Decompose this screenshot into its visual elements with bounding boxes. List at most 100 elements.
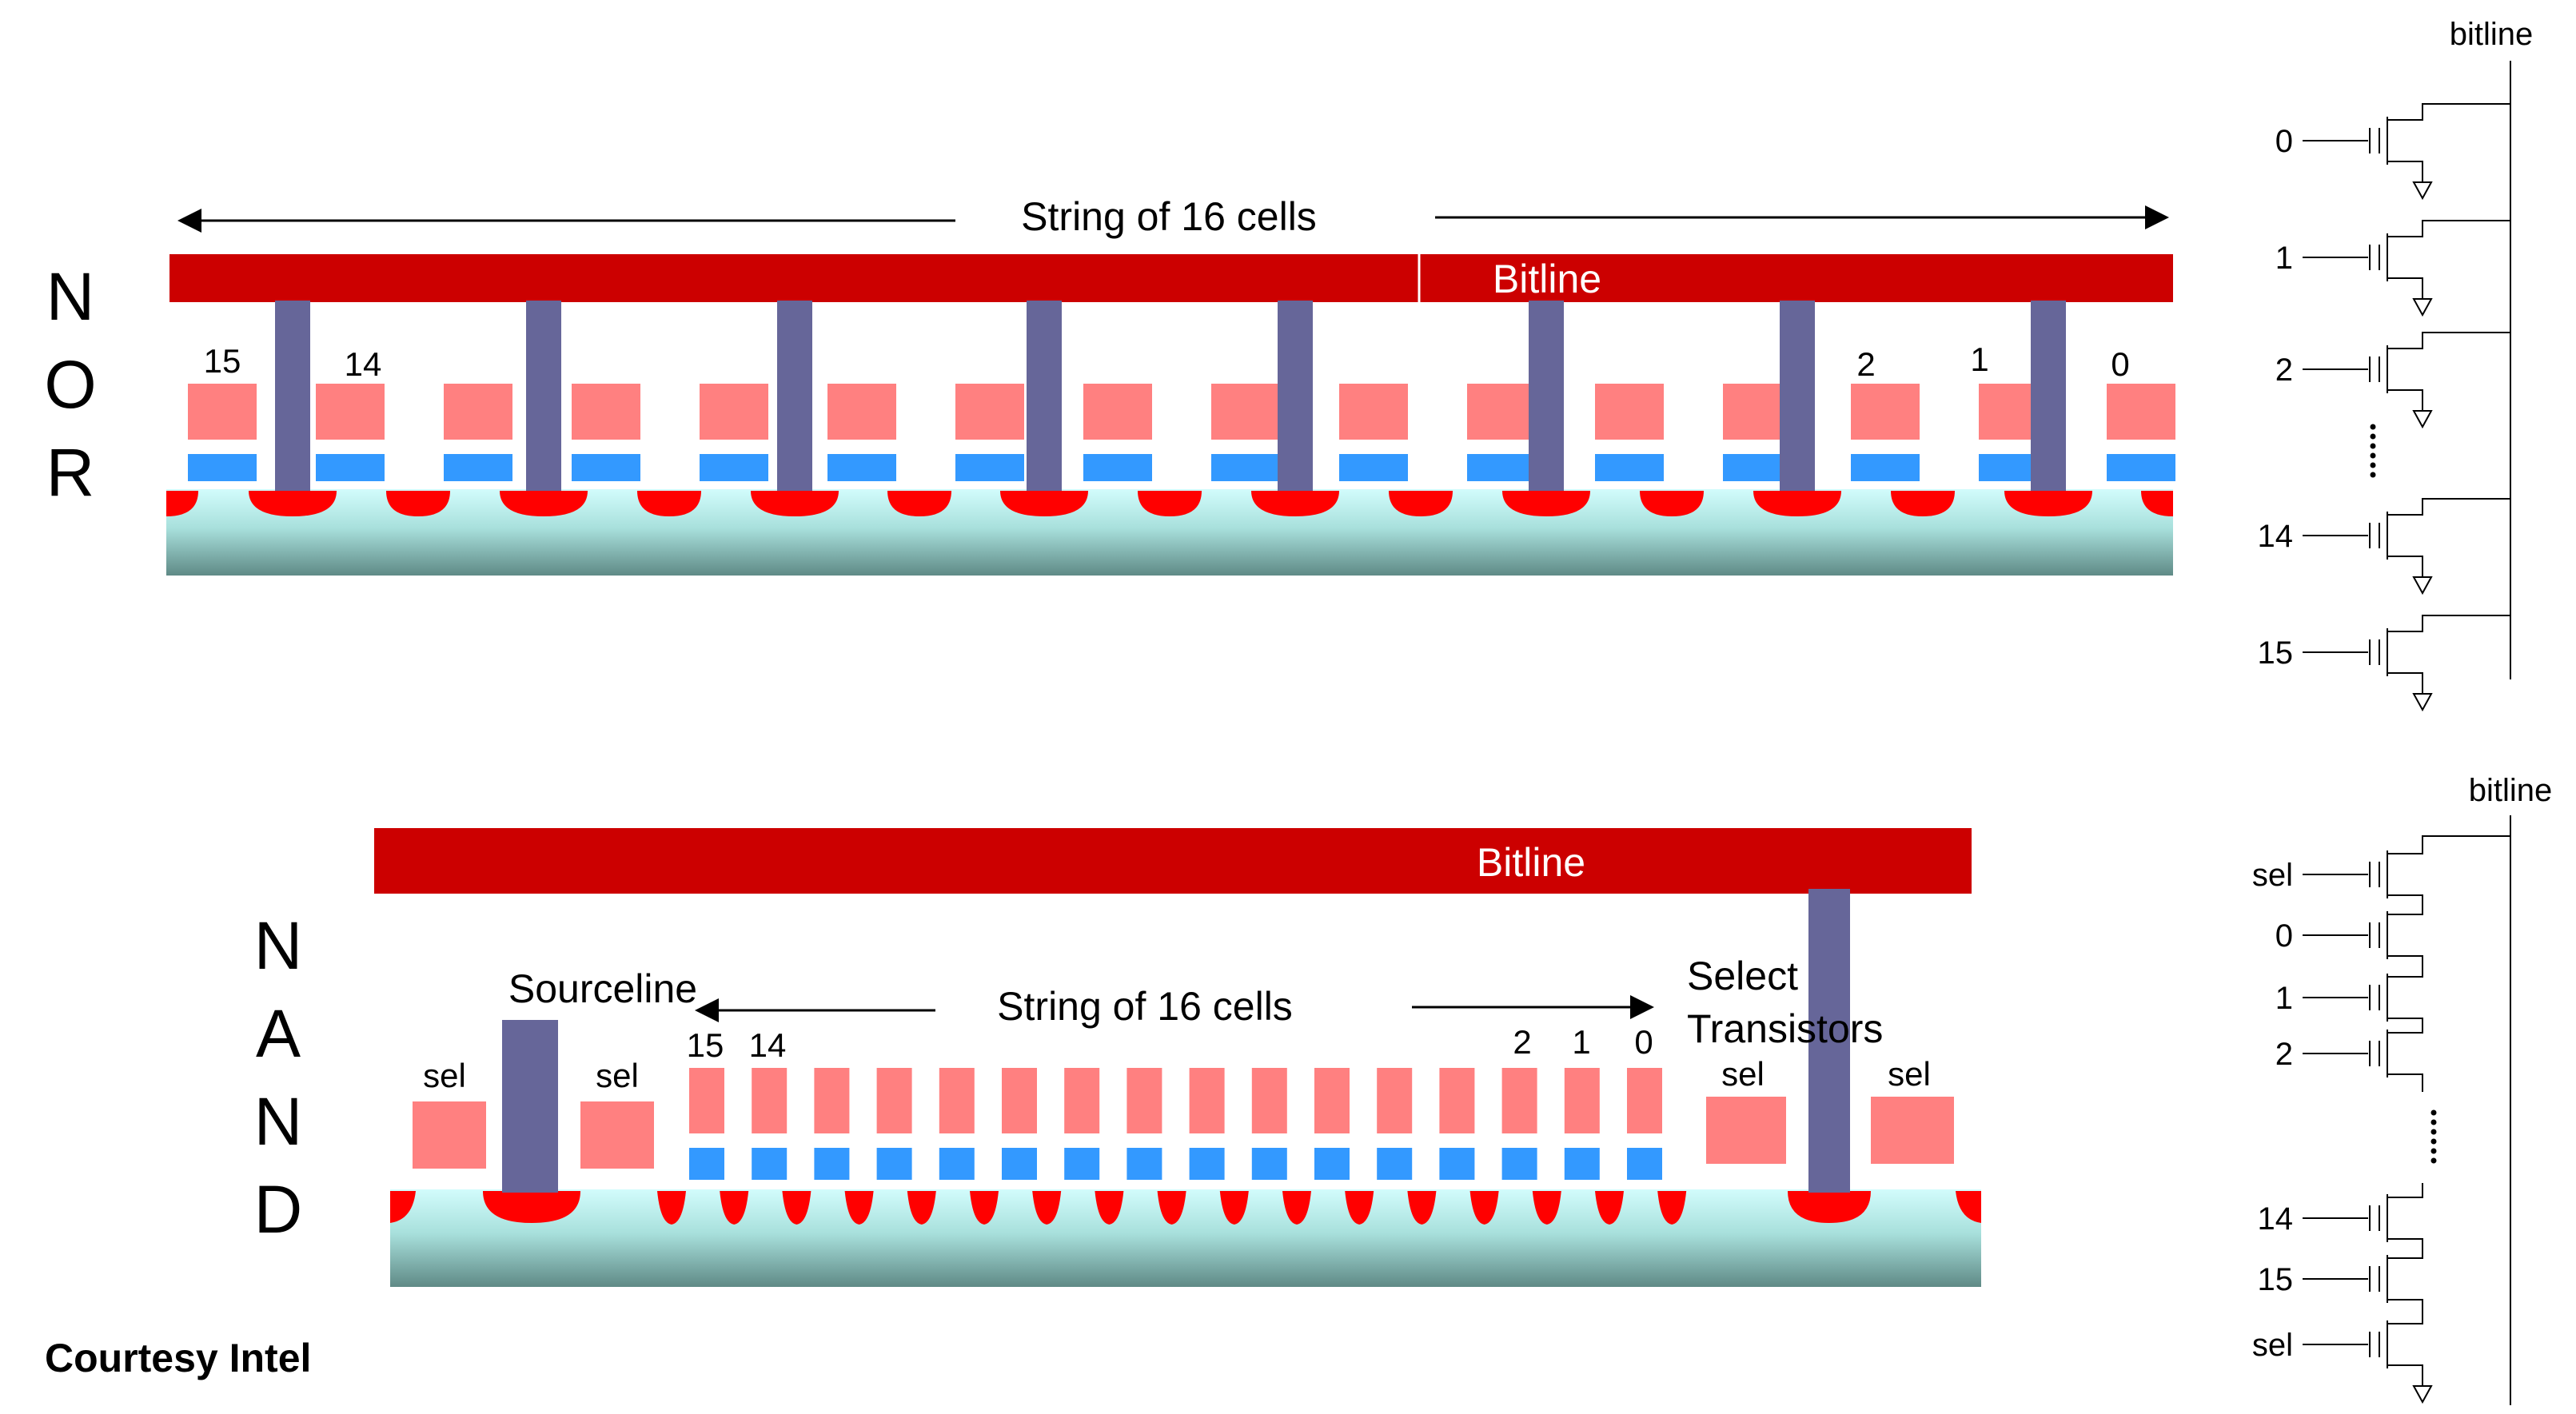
nand-control-gate [1627,1068,1662,1133]
nor-floating-gate [444,454,512,481]
nand-floating-gate [1314,1148,1350,1180]
nand-junction [907,1191,936,1225]
nor-source-junction [1389,491,1421,516]
nor-cell-number-15: 15 [204,342,241,380]
nor-cell-number-2: 2 [1856,345,1875,383]
nor-bitline-contact [1780,301,1815,491]
nand-floating-gate [876,1148,912,1180]
nor-source-junction [418,491,450,516]
nand-schematic-series-link [2387,1018,2423,1034]
nor-drain-junction [500,491,588,516]
nand-junction [1595,1191,1624,1225]
nand-schematic-drain-lead [2387,835,2510,854]
nand-select-label: Select [1687,954,1798,998]
nor-schematic-ellipsis-dot [2370,433,2376,440]
nor-schematic-ground-symbol [2412,298,2433,317]
nand-select-gate [413,1101,486,1169]
nand-floating-gate [939,1148,975,1180]
nand-schematic-ellipsis-dot [2430,1157,2437,1164]
nor-floating-gate [1851,454,1920,481]
nor-schematic-bitline-label: bitline [2450,17,2534,52]
nor-control-gate [827,384,896,440]
nand-floating-gate [1377,1148,1413,1180]
nand-control-gate [1127,1068,1162,1133]
nor-floating-gate [955,454,1024,481]
nor-bitline-contact [275,301,310,491]
nand-control-gate [1314,1068,1350,1133]
nand-junction [1157,1191,1186,1225]
nor-cell-number-14: 14 [345,345,382,383]
nor-drain-junction [1753,491,1841,516]
nor-letter: R [46,435,95,510]
nor-schematic-row-label: 15 [2258,635,2294,671]
nand-control-gate [1377,1068,1413,1133]
nor-schematic-ground-symbol [2412,181,2433,201]
nand-schematic-row-label: sel [2252,1328,2293,1363]
nor-source-junction [669,491,701,516]
nor-schematic-drain-lead [2387,103,2510,121]
nor-source-junction [1923,491,1955,516]
nor-bitline-label: Bitline [1493,257,1601,301]
nand-select-label: Transistors [1687,1006,1883,1051]
nand-schematic-series-link [2387,1073,2423,1092]
nand-schematic-source-lead [2387,1364,2423,1386]
nand-schematic-bitline-label: bitline [2469,773,2553,808]
nor-source-junction [1421,491,1453,516]
nand-sel-label: sel [423,1057,466,1094]
nand-schematic-ellipsis-dot [2430,1138,2437,1145]
nor-floating-gate [572,454,640,481]
nor-string-label: String of 16 cells [1021,194,1317,239]
nor-source-junction [1170,491,1202,516]
nand-floating-gate [1064,1148,1100,1180]
nand-section: N A N D Bitline Sourceline String of 16 … [254,828,1981,1287]
nand-select-gate [580,1101,654,1169]
nand-string-label: String of 16 cells [997,984,1293,1029]
nand-schematic-row-label: 2 [2275,1037,2293,1072]
nand-sel-label: sel [596,1057,639,1094]
nor-source-junction [887,491,919,516]
nor-drain-junction [249,491,337,516]
nor-floating-gate [2107,454,2175,481]
nand-substrate [390,1189,1981,1287]
nand-control-gate [1564,1068,1600,1133]
nand-control-gate [876,1068,912,1133]
nor-bitline-contact [777,301,812,491]
nor-control-gate [1467,384,1536,440]
nand-schematic-series-link [2387,1299,2423,1324]
credit-label: Courtesy Intel [45,1336,311,1380]
nor-schematic-source-lead [2387,161,2423,182]
nor-control-gate [444,384,512,440]
nand-floating-gate [1189,1148,1225,1180]
nor-cells [188,384,2175,481]
nand-schematic-row-label: 1 [2275,981,2293,1016]
nand-junction [1469,1191,1499,1225]
nand-bitline-contact [1808,889,1850,1193]
nor-control-gate [572,384,640,440]
nor-schematic-source-lead [2387,389,2423,411]
nand-cell-number-0: 0 [1634,1023,1653,1061]
nor-source-junction [1891,491,1923,516]
nor-control-gate [1595,384,1664,440]
nand-schematic-ellipsis-dot [2430,1148,2437,1154]
nand-floating-gate [1627,1148,1662,1180]
nor-schematic-row-label: 0 [2275,124,2293,159]
nor-bitline-contact [1529,301,1564,491]
nor-schematic-source-lead [2387,556,2423,577]
nor-floating-gate [1339,454,1408,481]
nand-control-gate [1002,1068,1037,1133]
nor-control-gate [1339,384,1408,440]
nand-cell-number-15: 15 [687,1026,724,1064]
nand-schematic-ellipsis-dot [2430,1129,2437,1135]
nor-cell-number-1: 1 [1970,341,1988,378]
nand-bitline-label: Bitline [1477,840,1585,885]
nand-junctions [390,1191,1981,1225]
nand-edge-junction [390,1191,416,1223]
nand-letter: N [254,1084,303,1159]
nor-schematic-ellipsis-dot [2370,424,2376,430]
nand-junction [1219,1191,1249,1225]
nor-source-junction [166,491,198,516]
nand-junction [1282,1191,1311,1225]
